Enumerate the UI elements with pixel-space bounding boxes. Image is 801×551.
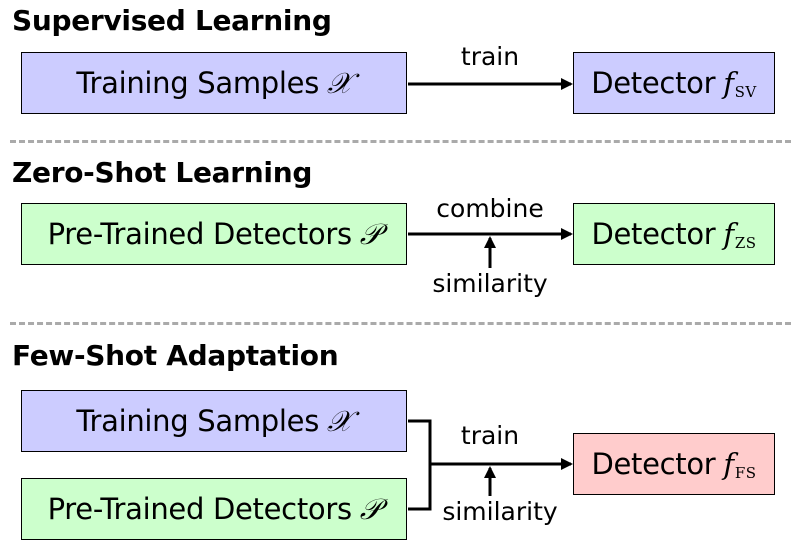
train-label-fs: train [460, 421, 520, 450]
similarity-label-fs: similarity [442, 497, 558, 526]
heading-supervised-learning: Supervised Learning [12, 4, 332, 37]
detector-sv-label: Detector [591, 66, 716, 100]
detector-zs-symbol: fZS [723, 216, 757, 252]
separator-2 [10, 322, 791, 325]
detector-sv-box: Detector fSV [573, 52, 775, 114]
training-set-symbol-fs: 𝒳 [327, 403, 352, 438]
detector-sv-symbol: fSV [723, 65, 757, 101]
training-samples-label-fs: Training Samples [76, 404, 320, 438]
heading-zero-shot-learning: Zero-Shot Learning [12, 156, 313, 189]
pretrained-detectors-label: Pre-Trained Detectors [47, 217, 352, 251]
pretrained-detectors-box-fs: Pre-Trained Detectors 𝒫 [21, 478, 407, 540]
train-label: train [460, 42, 520, 71]
similarity-label-zs: similarity [432, 269, 548, 298]
detector-zs-label: Detector [591, 217, 716, 251]
pretrained-detectors-label-fs: Pre-Trained Detectors [47, 492, 352, 526]
heading-few-shot-adaptation: Few-Shot Adaptation [12, 339, 339, 372]
training-samples-label: Training Samples [76, 66, 320, 100]
training-set-symbol: 𝒳 [327, 65, 352, 100]
detector-zs-box: Detector fZS [573, 203, 775, 265]
combine-label: combine [436, 194, 544, 223]
detector-fs-label: Detector [591, 447, 716, 481]
pretrained-set-symbol: 𝒫 [359, 216, 381, 251]
merge-connector [408, 419, 432, 511]
separator-1 [10, 140, 791, 143]
training-samples-box: Training Samples 𝒳 [21, 52, 407, 114]
pretrained-detectors-box: Pre-Trained Detectors 𝒫 [21, 203, 407, 265]
detector-fs-box: Detector fFS [573, 433, 775, 495]
pretrained-set-symbol-fs: 𝒫 [359, 491, 381, 526]
training-samples-box-fs: Training Samples 𝒳 [21, 390, 407, 452]
detector-fs-symbol: fFS [723, 446, 757, 482]
